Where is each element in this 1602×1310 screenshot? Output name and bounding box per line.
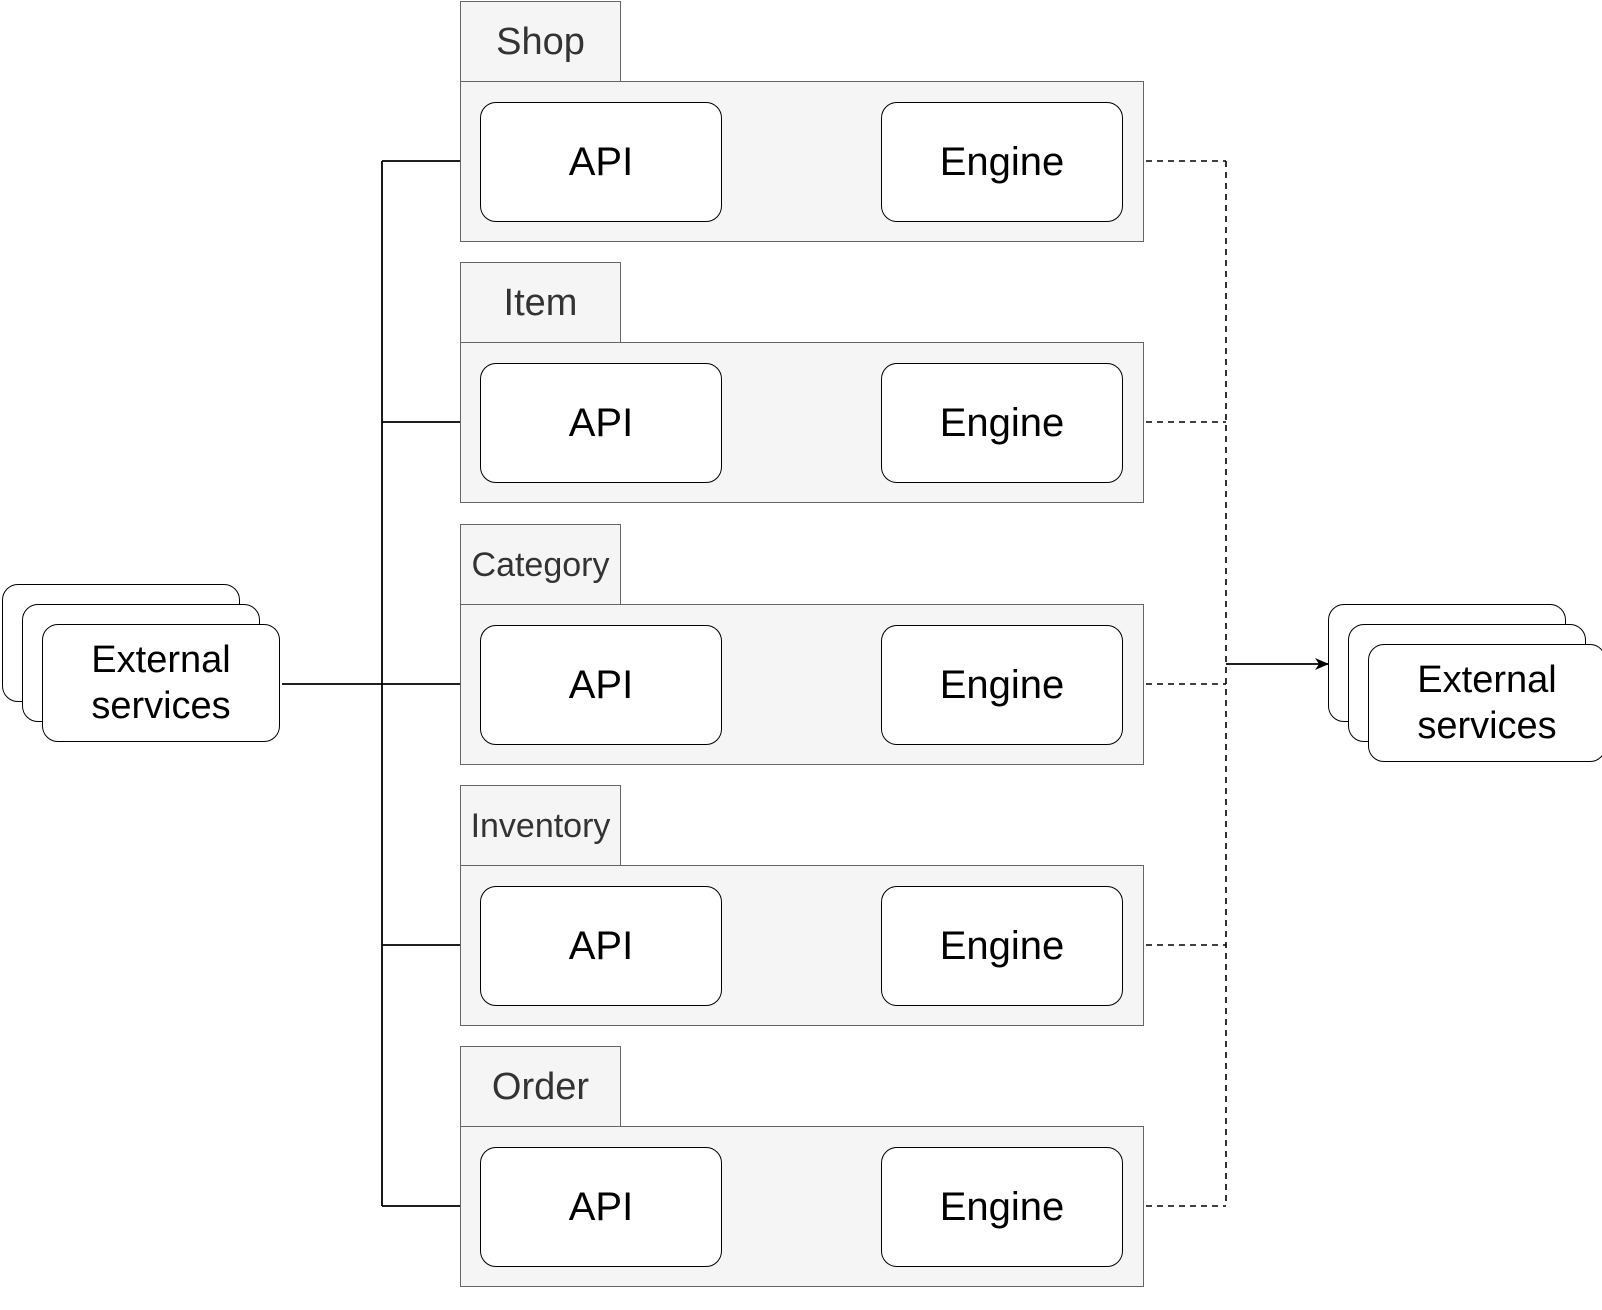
service-category: Category API Engine (460, 524, 1144, 788)
order-api-node[interactable]: API (480, 1147, 722, 1267)
service-category-container: API Engine (460, 604, 1144, 765)
inventory-api-node[interactable]: API (480, 886, 722, 1006)
service-order: Order API Engine (460, 1046, 1144, 1310)
service-item-tab[interactable]: Item (460, 262, 621, 344)
service-order-container: API Engine (460, 1126, 1144, 1287)
service-shop-title: Shop (496, 20, 585, 63)
service-item: Item API Engine (460, 262, 1144, 526)
service-shop-tab[interactable]: Shop (460, 1, 621, 83)
service-shop: Shop API Engine (460, 1, 1144, 265)
shop-engine-node[interactable]: Engine (881, 102, 1123, 222)
external-services-right-stack: External services (1328, 604, 1602, 764)
service-shop-container: API Engine (460, 81, 1144, 242)
external-services-left-stack: External services (2, 584, 282, 744)
service-category-title: Category (471, 545, 610, 584)
service-category-tab[interactable]: Category (460, 524, 621, 606)
external-services-right-label: External services (1417, 659, 1557, 747)
inventory-engine-node[interactable]: Engine (881, 886, 1123, 1006)
service-inventory-tab[interactable]: Inventory (460, 785, 621, 867)
item-engine-node[interactable]: Engine (881, 363, 1123, 483)
category-engine-node[interactable]: Engine (881, 625, 1123, 745)
service-inventory-container: API Engine (460, 865, 1144, 1026)
service-inventory-title: Inventory (470, 806, 611, 845)
order-engine-node[interactable]: Engine (881, 1147, 1123, 1267)
shop-api-node[interactable]: API (480, 102, 722, 222)
service-order-title: Order (491, 1065, 590, 1108)
service-item-container: API Engine (460, 342, 1144, 503)
external-services-left-label: External services (91, 639, 231, 727)
service-order-tab[interactable]: Order (460, 1046, 621, 1128)
external-services-left-front-card[interactable]: External services (42, 624, 280, 742)
item-api-node[interactable]: API (480, 363, 722, 483)
external-services-right-front-card[interactable]: External services (1368, 644, 1602, 762)
service-item-title: Item (503, 281, 578, 324)
category-api-node[interactable]: API (480, 625, 722, 745)
service-inventory: Inventory API Engine (460, 785, 1144, 1049)
